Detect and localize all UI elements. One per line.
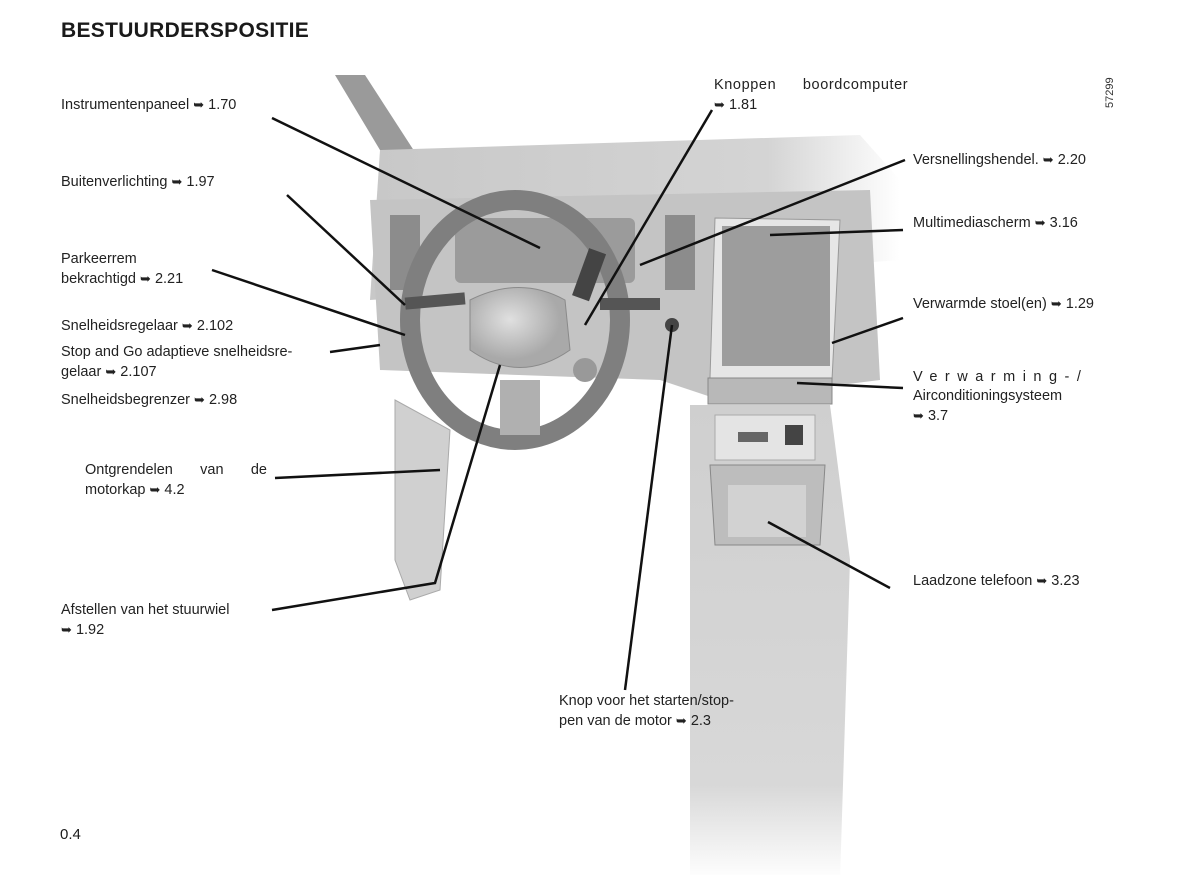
page-ref: 2.20 — [1057, 152, 1086, 168]
page-ref: 2.107 — [120, 364, 157, 380]
label-versnellingshendel: Versnellingshendel. ➥ 2.20 — [913, 150, 1086, 170]
page-ref: 1.70 — [208, 97, 237, 113]
page-ref: 2.98 — [208, 392, 238, 408]
label-text: Afstellen van het stuurwiel — [61, 602, 230, 618]
label-parkeerrem: Parkeerrem bekrachtigd ➥ 2.21 — [61, 250, 183, 289]
page-ref-arrow-icon: ➥ — [149, 482, 161, 497]
page-ref-arrow-icon: ➥ — [140, 271, 151, 286]
label-snelheidsregelaar: Snelheidsregelaar ➥ 2.102 — [61, 316, 233, 336]
page-ref: 3.7 — [927, 408, 949, 424]
label-text: pen van de motor — [559, 713, 672, 729]
page-ref-arrow-icon: ➥ — [1042, 152, 1054, 167]
page-ref: 3.23 — [1051, 573, 1080, 589]
label-startknop: Knop voor het starten/stop- pen van de m… — [559, 692, 734, 731]
label-instrumentenpaneel: Instrumentenpaneel ➥ 1.70 — [61, 95, 236, 115]
label-motorkap: Ontgrendelen van de motorkap ➥ 4.2 — [85, 461, 267, 500]
label-laadzone: Laadzone telefoon ➥ 3.23 — [913, 571, 1080, 591]
page-ref-arrow-icon: ➥ — [1050, 296, 1062, 311]
label-text: Ontgrendelen van de — [85, 462, 267, 478]
page-ref-arrow-icon: ➥ — [171, 174, 183, 189]
label-text: Versnellingshendel. — [913, 152, 1039, 168]
leader-lines — [211, 109, 906, 691]
page-ref: 1.97 — [186, 174, 215, 190]
label-multimediascherm: Multimediascherm ➥ 3.16 — [913, 213, 1078, 233]
page-ref-arrow-icon: ➥ — [1036, 573, 1048, 588]
page-ref: 3.16 — [1049, 215, 1078, 231]
page-ref-arrow-icon: ➥ — [193, 97, 205, 112]
label-text: Stop and Go adaptieve snelheidsre- — [61, 344, 293, 360]
page-ref-arrow-icon: ➥ — [61, 622, 72, 637]
label-text: Knoppen boordcomputer — [714, 77, 909, 93]
page-ref: 1.92 — [75, 622, 105, 638]
label-text: Airconditioningsysteem — [913, 388, 1063, 404]
page-title: BESTUURDERSPOSITIE — [61, 19, 310, 42]
label-text: Snelheidsbegrenzer — [61, 392, 190, 408]
label-stop-and-go: Stop and Go adaptieve snelheidsre- gelaa… — [61, 343, 292, 382]
label-verwarmde-stoel: Verwarmde stoel(en) ➥ 1.29 — [913, 294, 1094, 314]
label-text: Laadzone telefoon — [913, 573, 1033, 589]
page-ref-arrow-icon: ➥ — [714, 97, 725, 112]
label-text: Verwarming-/ — [913, 369, 1089, 385]
label-text: motorkap — [85, 482, 146, 498]
page-ref: 4.2 — [164, 482, 185, 498]
label-text: bekrachtigd — [61, 271, 136, 287]
page-ref: 2.21 — [154, 271, 184, 287]
label-text: Buitenverlichting — [61, 174, 168, 190]
label-text: gelaar — [61, 364, 102, 380]
page-ref-arrow-icon: ➥ — [675, 713, 687, 728]
label-verwarming: Verwarming-/ Airconditioningsysteem ➥ 3.… — [913, 368, 1088, 426]
label-text: Verwarmde stoel(en) — [913, 296, 1047, 312]
label-stuurwiel: Afstellen van het stuurwiel ➥ 1.92 — [61, 601, 229, 640]
label-text: Snelheidsregelaar — [61, 318, 178, 334]
page-number: 0.4 — [60, 826, 81, 843]
page-ref: 1.29 — [1065, 296, 1094, 312]
label-text: Knop voor het starten/stop- — [559, 693, 734, 709]
label-text: Instrumentenpaneel — [61, 97, 190, 113]
page-ref-arrow-icon: ➥ — [181, 318, 193, 333]
page-ref: 2.102 — [196, 318, 234, 334]
page-ref-arrow-icon: ➥ — [1034, 215, 1046, 230]
label-snelheidsbegrenzer: Snelheidsbegrenzer ➥ 2.98 — [61, 390, 237, 410]
label-boordcomputer: Knoppen boordcomputer ➥ 1.81 — [714, 76, 922, 115]
page-ref: 2.3 — [690, 713, 711, 729]
label-buitenverlichting: Buitenverlichting ➥ 1.97 — [61, 172, 215, 192]
label-text: Parkeerrem — [61, 251, 137, 267]
page-ref-arrow-icon: ➥ — [105, 364, 117, 379]
page-ref: 1.81 — [728, 97, 758, 113]
page-ref-arrow-icon: ➥ — [913, 408, 924, 423]
label-text: Multimediascherm — [913, 215, 1031, 231]
page-ref-arrow-icon: ➥ — [194, 392, 205, 407]
